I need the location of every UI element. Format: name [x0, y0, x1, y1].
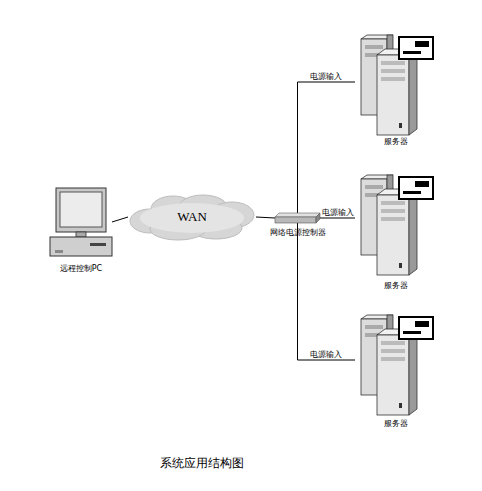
- illustration-part: [381, 341, 405, 345]
- illustration-part: [55, 250, 63, 253]
- illustration-part: [409, 329, 417, 415]
- illustration-part: [377, 55, 409, 135]
- illustration-part: [377, 195, 409, 275]
- connector-line: [112, 217, 128, 222]
- edge-label: 电源输入: [310, 350, 342, 359]
- connector-line: [298, 223, 356, 360]
- illustration-part: [381, 357, 405, 361]
- server-node: 服务器: [355, 315, 437, 415]
- illustration-part: [365, 325, 383, 329]
- connector-line: [298, 82, 356, 213]
- illustration-part: [355, 35, 437, 135]
- illustration-part: [381, 217, 405, 221]
- illustration-part: [399, 317, 433, 339]
- illustration-part: [381, 349, 405, 353]
- illustration-part: [415, 321, 429, 327]
- illustration-part: [365, 45, 383, 49]
- illustration-part: [399, 37, 433, 59]
- connector-line: [320, 218, 355, 219]
- illustration-part: [399, 123, 402, 128]
- illustration-part: [316, 213, 320, 223]
- illustration-part: [381, 201, 405, 205]
- illustration-part: [403, 191, 421, 194]
- node-label: 远程控制PC: [60, 264, 102, 273]
- caption: 系统应用结构图: [160, 455, 244, 472]
- wan-cloud: WAN: [128, 193, 256, 241]
- node-label: 服务器: [384, 419, 408, 428]
- node-label: 服务器: [384, 281, 408, 290]
- illustration-part: [399, 263, 402, 268]
- node-label: 网络电源控制器: [270, 228, 326, 237]
- illustration-part: [355, 315, 437, 415]
- illustration-part: [409, 189, 417, 275]
- illustration-part: [399, 177, 433, 199]
- illustration-part: [76, 232, 86, 237]
- server-node: 服务器: [355, 175, 437, 275]
- illustration-part: [50, 237, 112, 256]
- illustration-part: [365, 185, 383, 189]
- illustration-part: [403, 331, 421, 334]
- illustration-part: [56, 188, 106, 232]
- illustration-part: [381, 69, 405, 73]
- illustration-part: [60, 192, 102, 227]
- illustration-part: [275, 213, 320, 217]
- server-node: 服务器: [355, 35, 437, 135]
- edge-label: 电源输入: [322, 208, 354, 217]
- illustration-part: [381, 209, 405, 213]
- illustration-part: [381, 61, 405, 65]
- illustration-part: [399, 403, 402, 408]
- illustration-part: [409, 49, 417, 135]
- illustration-part: [275, 213, 320, 223]
- controller-node: 网络电源控制器: [275, 213, 320, 223]
- illustration-part: [415, 41, 429, 47]
- edge-label: 电源输入: [310, 72, 342, 81]
- illustration-part: [50, 186, 112, 258]
- illustration-part: [415, 181, 429, 187]
- node-label: WAN: [128, 193, 256, 241]
- illustration-part: [403, 51, 421, 54]
- illustration-part: [381, 77, 405, 81]
- node-label: 服务器: [384, 137, 408, 146]
- pc-node: 远程控制PC: [50, 186, 112, 258]
- illustration-part: [355, 175, 437, 275]
- connector-line: [256, 217, 275, 218]
- illustration-part: [377, 335, 409, 415]
- illustration-part: [275, 217, 316, 223]
- illustration-part: [90, 243, 106, 246]
